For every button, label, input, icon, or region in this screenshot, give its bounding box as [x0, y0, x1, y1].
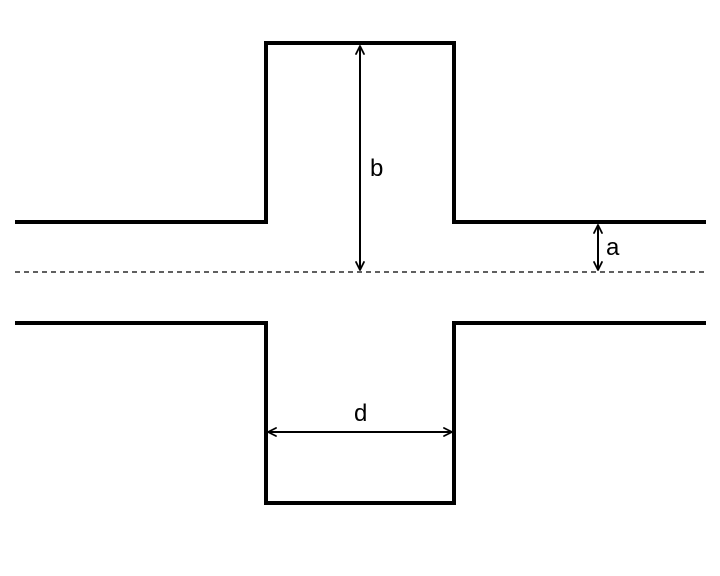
- lower-wall: [15, 321, 706, 505]
- dimension-b-label: b: [370, 155, 383, 182]
- dimension-d-label: d: [354, 400, 367, 427]
- upper-wall: [15, 41, 706, 224]
- dimension-a-label: a: [606, 234, 620, 261]
